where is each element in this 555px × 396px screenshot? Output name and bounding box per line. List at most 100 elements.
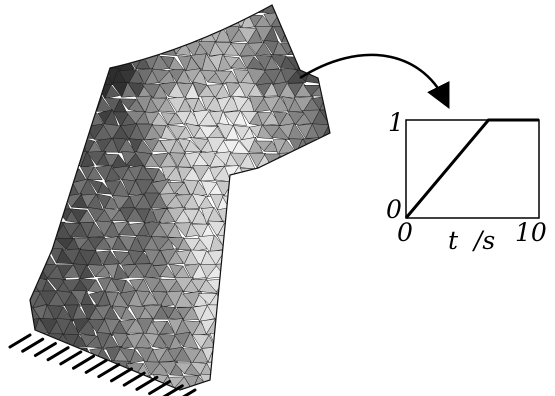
mesh-triangle bbox=[328, 290, 330, 308]
mesh-triangle bbox=[30, 54, 40, 72]
mesh-triangle bbox=[310, 220, 330, 237]
support-hatch-line bbox=[84, 358, 108, 374]
mesh-triangle bbox=[97, 289, 111, 307]
mesh-triangle bbox=[360, 41, 375, 56]
mesh-triangle bbox=[31, 235, 49, 252]
mesh-triangle bbox=[246, 56, 266, 70]
mesh-triangle bbox=[46, 194, 65, 209]
mesh-triangle bbox=[82, 0, 98, 1]
mesh-triangle bbox=[305, 153, 319, 170]
mesh-triangle bbox=[351, 207, 367, 223]
y-bottom-label: 0 bbox=[386, 195, 402, 224]
mesh-triangle bbox=[352, 27, 369, 40]
mesh-triangle bbox=[30, 26, 39, 44]
mesh-triangle bbox=[225, 124, 239, 141]
mesh-triangle bbox=[54, 39, 74, 58]
mesh-triangle bbox=[64, 109, 82, 127]
mesh-triangle bbox=[30, 70, 40, 83]
mesh-triangle bbox=[385, 294, 402, 306]
mesh-triangle bbox=[353, 375, 368, 391]
mesh-triangle bbox=[0, 43, 15, 57]
mesh-triangle bbox=[65, 13, 83, 28]
mesh-triangle bbox=[285, 166, 303, 182]
mesh-triangle bbox=[345, 320, 361, 334]
mesh-triangle bbox=[248, 361, 267, 378]
mesh-triangle bbox=[337, 209, 351, 224]
x-left-label: 0 bbox=[397, 218, 413, 247]
mesh-triangle bbox=[7, 82, 24, 99]
mesh-triangle bbox=[287, 11, 305, 30]
mesh-triangle bbox=[345, 207, 362, 223]
mesh-triangle bbox=[352, 306, 366, 321]
mesh-triangle bbox=[30, 178, 42, 195]
mesh-triangle bbox=[230, 57, 247, 70]
mesh-triangle bbox=[48, 109, 66, 125]
mesh-triangle bbox=[6, 223, 23, 238]
mesh-triangle bbox=[301, 373, 321, 390]
mesh-triangle bbox=[318, 360, 330, 378]
mesh-triangle bbox=[150, 12, 167, 29]
mesh-triangle bbox=[350, 346, 368, 360]
mesh-triangle bbox=[96, 5, 112, 16]
mesh-triangle bbox=[137, 26, 154, 44]
mesh-triangle bbox=[344, 336, 360, 348]
mesh-triangle bbox=[10, 169, 23, 183]
mesh-triangle bbox=[0, 263, 9, 279]
mesh-triangle bbox=[352, 14, 369, 30]
mesh-triangle bbox=[110, 26, 129, 42]
mesh-triangle bbox=[280, 304, 298, 323]
mesh-triangle bbox=[2, 291, 16, 305]
mesh-triangle bbox=[278, 319, 297, 333]
mesh-triangle bbox=[261, 220, 280, 239]
mesh-triangle bbox=[215, 26, 233, 43]
mesh-triangle bbox=[229, 292, 251, 306]
mesh-triangle bbox=[0, 334, 16, 350]
mesh-triangle bbox=[246, 249, 263, 266]
mesh-triangle bbox=[73, 95, 90, 113]
mesh-triangle bbox=[214, 5, 233, 16]
mesh-triangle bbox=[377, 69, 390, 84]
mesh-triangle bbox=[377, 249, 392, 266]
mesh-triangle bbox=[0, 291, 8, 304]
support-hatch-line bbox=[148, 380, 172, 395]
mesh-triangle bbox=[48, 5, 67, 16]
mesh-triangle bbox=[257, 251, 274, 264]
mesh-triangle bbox=[311, 293, 327, 309]
mesh-triangle bbox=[312, 41, 329, 55]
mesh-triangle bbox=[69, 29, 90, 43]
mesh-triangle bbox=[296, 306, 313, 323]
mesh-triangle bbox=[95, 41, 114, 58]
mesh-triangle bbox=[38, 136, 58, 154]
mesh-triangle bbox=[262, 292, 280, 307]
mesh-triangle bbox=[346, 97, 359, 110]
mesh-triangle bbox=[361, 16, 375, 29]
mesh-triangle bbox=[41, 167, 57, 181]
mesh-triangle bbox=[223, 277, 240, 293]
support-hatch-line bbox=[135, 375, 159, 391]
mesh-triangle bbox=[376, 361, 393, 375]
mesh-triangle bbox=[303, 208, 322, 222]
load-curve-line bbox=[404, 118, 539, 219]
mesh-triangle bbox=[73, 55, 88, 70]
mesh-triangle bbox=[328, 181, 330, 198]
mesh-triangle bbox=[350, 361, 369, 376]
mesh-triangle bbox=[61, 56, 82, 70]
y-top-label: 1 bbox=[388, 108, 404, 137]
mesh-triangle bbox=[327, 248, 330, 267]
mesh-triangle bbox=[222, 321, 243, 335]
mesh-triangle bbox=[177, 5, 194, 17]
mesh-triangle bbox=[272, 223, 289, 240]
support-hatch-line bbox=[33, 342, 57, 357]
mesh-triangle bbox=[280, 278, 299, 293]
mesh-triangle bbox=[253, 235, 273, 253]
mesh-triangle bbox=[57, 374, 75, 390]
mesh-triangle bbox=[175, 0, 193, 2]
mesh-triangle bbox=[319, 334, 330, 349]
mesh-triangle bbox=[0, 252, 8, 266]
mesh-triangle bbox=[30, 138, 42, 154]
mesh-triangle bbox=[335, 155, 351, 168]
mesh-triangle bbox=[37, 40, 58, 55]
mesh-triangle bbox=[255, 166, 272, 183]
mesh-triangle bbox=[30, 54, 33, 72]
mesh-triangle bbox=[247, 179, 263, 197]
